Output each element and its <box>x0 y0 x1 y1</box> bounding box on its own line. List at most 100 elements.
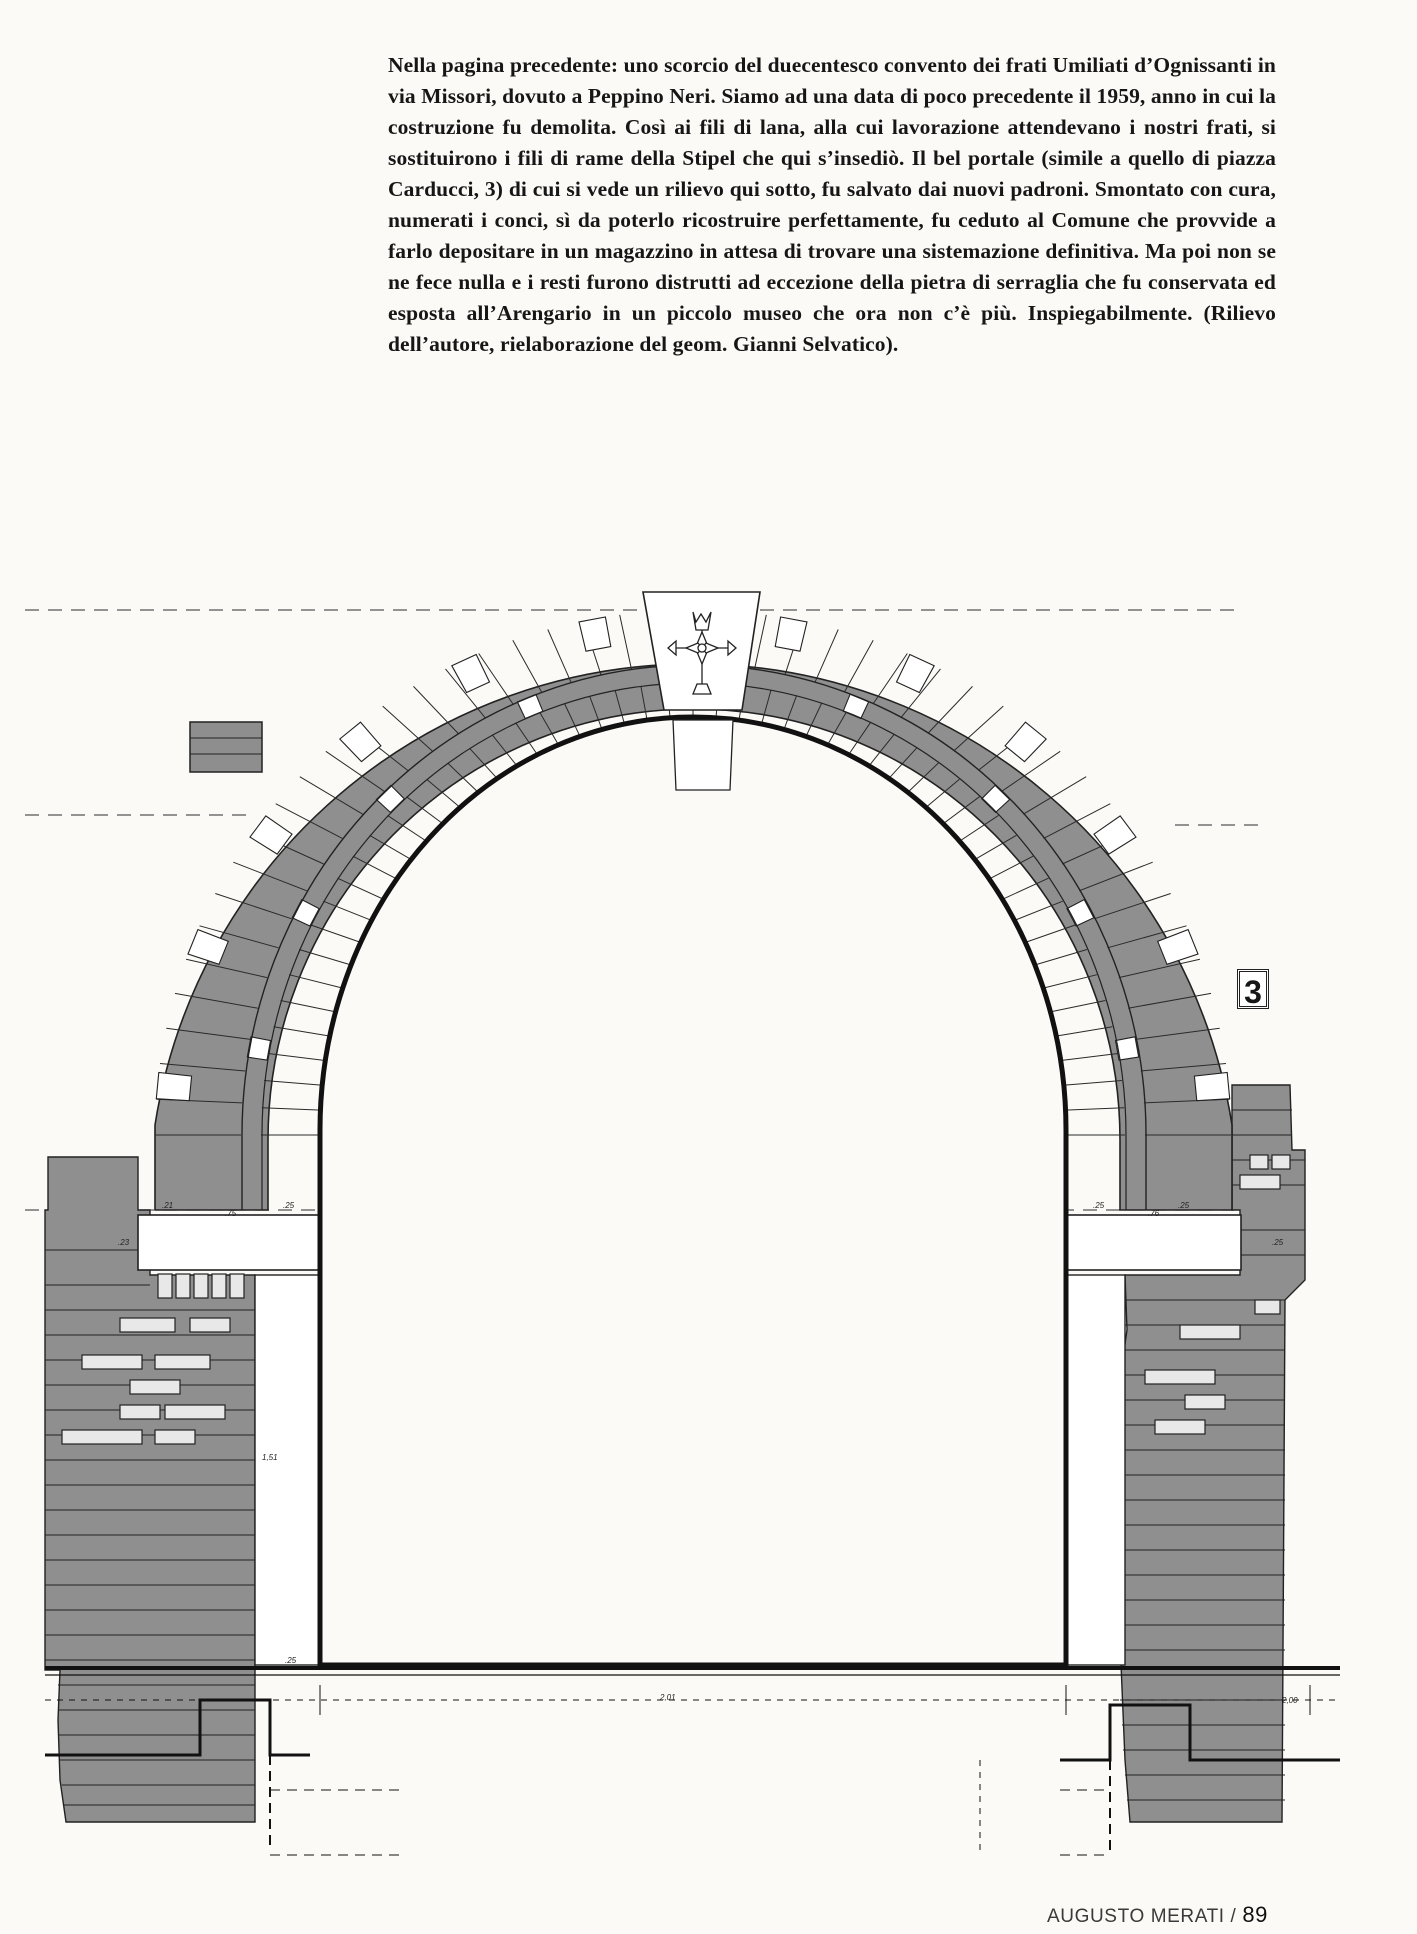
voussoir-joint <box>1118 958 1201 979</box>
voussoir-joint <box>986 855 1034 881</box>
page-footer: AUGUSTO MERATI / 89 <box>1047 1902 1268 1928</box>
light-stone <box>1114 1036 1140 1061</box>
voussoir-joint <box>275 803 343 839</box>
right-impost <box>1062 1214 1242 1271</box>
voussoir-joint <box>1043 803 1111 839</box>
dim-left-lintel: .75 <box>225 1209 237 1218</box>
voussoir-joint <box>999 877 1049 901</box>
ground-and-foundation <box>45 1666 1340 1856</box>
detached-block <box>189 721 263 773</box>
voussoir-joint <box>1094 893 1171 920</box>
voussoir-joint <box>940 796 980 827</box>
voussoir-joint <box>298 949 354 966</box>
voussoir-joint <box>1065 1107 1125 1111</box>
light-stone <box>155 1071 193 1102</box>
voussoir-joint <box>310 924 363 944</box>
light-stones <box>155 616 1231 1102</box>
voussoir-joint <box>426 778 464 811</box>
voussoir-joint <box>369 834 415 862</box>
voussoir-joint <box>1128 992 1212 1009</box>
voussoir-joint <box>268 1053 327 1062</box>
light-stone <box>451 653 491 694</box>
voussoir-joint <box>159 1063 246 1072</box>
voussoir-joint <box>885 747 917 782</box>
light-stone <box>774 616 808 652</box>
voussoir-joint <box>323 900 374 922</box>
voussoir-joint <box>185 958 268 979</box>
light-stone <box>1156 928 1199 965</box>
voussoir-joint <box>174 992 258 1009</box>
dim-lintel-height-left: .23 <box>118 1238 130 1247</box>
left-impost <box>137 1214 324 1271</box>
footer-author: AUGUSTO MERATI / <box>1047 1906 1237 1927</box>
voussoir-joint <box>1041 974 1098 989</box>
portal-drawing: .21 .75 .25 .23 1,51 .25 2,01 .25 .76 .2… <box>25 591 1340 1856</box>
light-stone <box>980 784 1011 814</box>
voussoir-joint <box>387 814 430 844</box>
voussoir-joint <box>491 734 521 770</box>
cross-emblem-icon <box>667 611 737 695</box>
light-stone <box>249 815 293 855</box>
voussoir-joint <box>337 877 387 901</box>
voussoir-joint <box>515 722 541 759</box>
voussoir-joint <box>1079 861 1153 892</box>
voussoir-joint <box>447 762 482 796</box>
voussoir-joint <box>843 640 874 693</box>
keystone <box>642 591 761 791</box>
light-stone <box>338 721 382 763</box>
voussoir-joint <box>904 762 939 796</box>
voussoir-joint <box>754 614 767 670</box>
voussoir-joint <box>814 629 839 683</box>
voussoir-joint <box>900 668 941 719</box>
voussoir-joint <box>261 1107 321 1111</box>
light-stone <box>1193 1071 1231 1102</box>
dim-left-top-b: .25 <box>283 1201 295 1210</box>
voussoir-joint <box>953 705 1004 752</box>
voussoir-joint <box>1059 1053 1118 1062</box>
light-stone <box>1093 815 1137 855</box>
voussoir-joint <box>1140 1063 1227 1072</box>
voussoir-joint <box>971 834 1017 862</box>
voussoir-joint <box>619 614 632 670</box>
light-stone <box>895 653 935 694</box>
dim-bottom-left: .25 <box>285 1656 297 1665</box>
dim-jamb-height: 1,51 <box>262 1453 278 1462</box>
voussoir-joint <box>1063 1080 1122 1086</box>
voussoir-joint <box>922 778 960 811</box>
voussoir-joint <box>865 734 895 770</box>
voussoir-joint <box>166 1027 251 1040</box>
voussoir-joint <box>325 750 385 792</box>
dim-right-top-a: .25 <box>1093 1201 1105 1210</box>
dim-right-extent: 2,00 <box>1281 1696 1298 1705</box>
voussoir-joint <box>469 747 501 782</box>
light-stone <box>187 928 230 965</box>
voussoir-joint <box>280 1000 338 1013</box>
dim-lintel-height-right: .25 <box>1272 1238 1284 1247</box>
dim-left-top-a: .21 <box>162 1201 173 1210</box>
voussoir-joint <box>445 668 486 719</box>
voussoir-joint <box>352 855 400 881</box>
page-number: 89 <box>1242 1902 1268 1927</box>
outer-archivolt <box>154 663 1233 1211</box>
voussoir-joint <box>512 640 543 693</box>
right-pier <box>1116 1084 1306 1823</box>
voussoir-joint <box>956 814 999 844</box>
voussoir-joint <box>1048 1000 1106 1013</box>
voussoir-joint <box>927 686 973 734</box>
voussoir-joint <box>1032 949 1088 966</box>
voussoir-joint <box>1012 900 1063 922</box>
voussoir-joint <box>406 796 446 827</box>
voussoir-joint <box>264 1080 323 1086</box>
voussoir-joint <box>199 925 279 949</box>
dim-right-top-b: .25 <box>1178 1201 1190 1210</box>
plate-number: 3 <box>1237 969 1269 1010</box>
voussoir-joint <box>273 1026 331 1037</box>
voussoir-joint <box>299 776 363 815</box>
voussoir-joint <box>478 653 514 705</box>
caption-text: Nella pagina precedente: uno scorcio del… <box>388 53 1276 356</box>
voussoir-joint <box>233 861 307 892</box>
dimension-labels: .21 .75 .25 .23 1,51 .25 2,01 .25 .76 .2… <box>118 1201 1298 1705</box>
voussoir-joint <box>872 653 908 705</box>
right-jamb <box>1064 1274 1126 1666</box>
voussoir-joint <box>1001 750 1061 792</box>
